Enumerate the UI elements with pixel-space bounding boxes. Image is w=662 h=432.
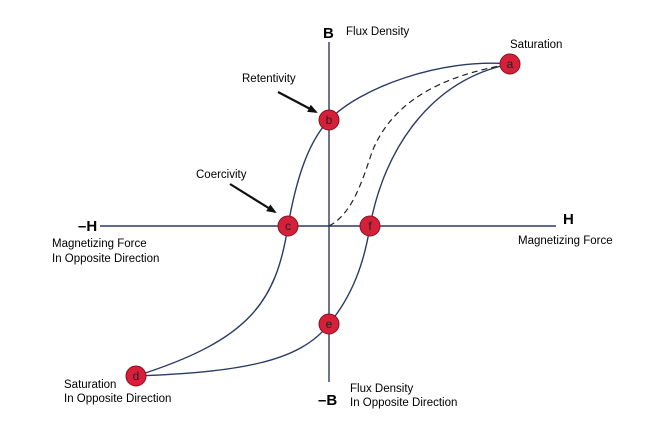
neg-b-axis-label-line1: Flux Density <box>350 383 414 395</box>
h-axis-letter: H <box>563 211 574 228</box>
point-f: f <box>359 215 381 237</box>
point-b-letter: b <box>326 113 333 127</box>
b-axis-letter: B <box>323 25 334 42</box>
neg-b-axis-letter: –B <box>318 392 337 409</box>
point-c-letter: c <box>285 219 291 233</box>
point-d-letter: d <box>133 369 140 383</box>
point-e: e <box>318 313 340 335</box>
point-a: a <box>499 53 521 75</box>
coercivity-arrow <box>229 183 277 214</box>
neg-h-axis-label-line1: Magnetizing Force <box>52 238 147 250</box>
coercivity-label: Coercivity <box>196 169 247 181</box>
retentivity-label: Retentivity <box>242 73 296 85</box>
point-d: d <box>125 365 147 387</box>
loop-lower-branch <box>135 63 511 377</box>
neg-b-axis-label-line2: In Opposite Direction <box>350 397 457 409</box>
point-b: b <box>318 109 340 131</box>
neg-h-axis-letter: –H <box>78 218 97 235</box>
point-c: c <box>277 215 299 237</box>
saturation-opposite-label-line1: Saturation <box>64 379 116 391</box>
neg-h-axis-label-line2: In Opposite Direction <box>52 253 159 265</box>
saturation-label: Saturation <box>510 39 562 51</box>
saturation-opposite-label-line2: In Opposite Direction <box>64 393 171 405</box>
point-f-letter: f <box>368 219 372 233</box>
h-axis-label: Magnetizing Force <box>518 235 613 247</box>
point-e-letter: e <box>326 317 333 331</box>
point-a-letter: a <box>507 57 514 71</box>
initial-magnetization-curve <box>328 63 511 227</box>
retentivity-arrow <box>277 91 318 113</box>
b-axis-label: Flux Density <box>346 26 410 38</box>
loop-upper-branch <box>135 62 511 377</box>
